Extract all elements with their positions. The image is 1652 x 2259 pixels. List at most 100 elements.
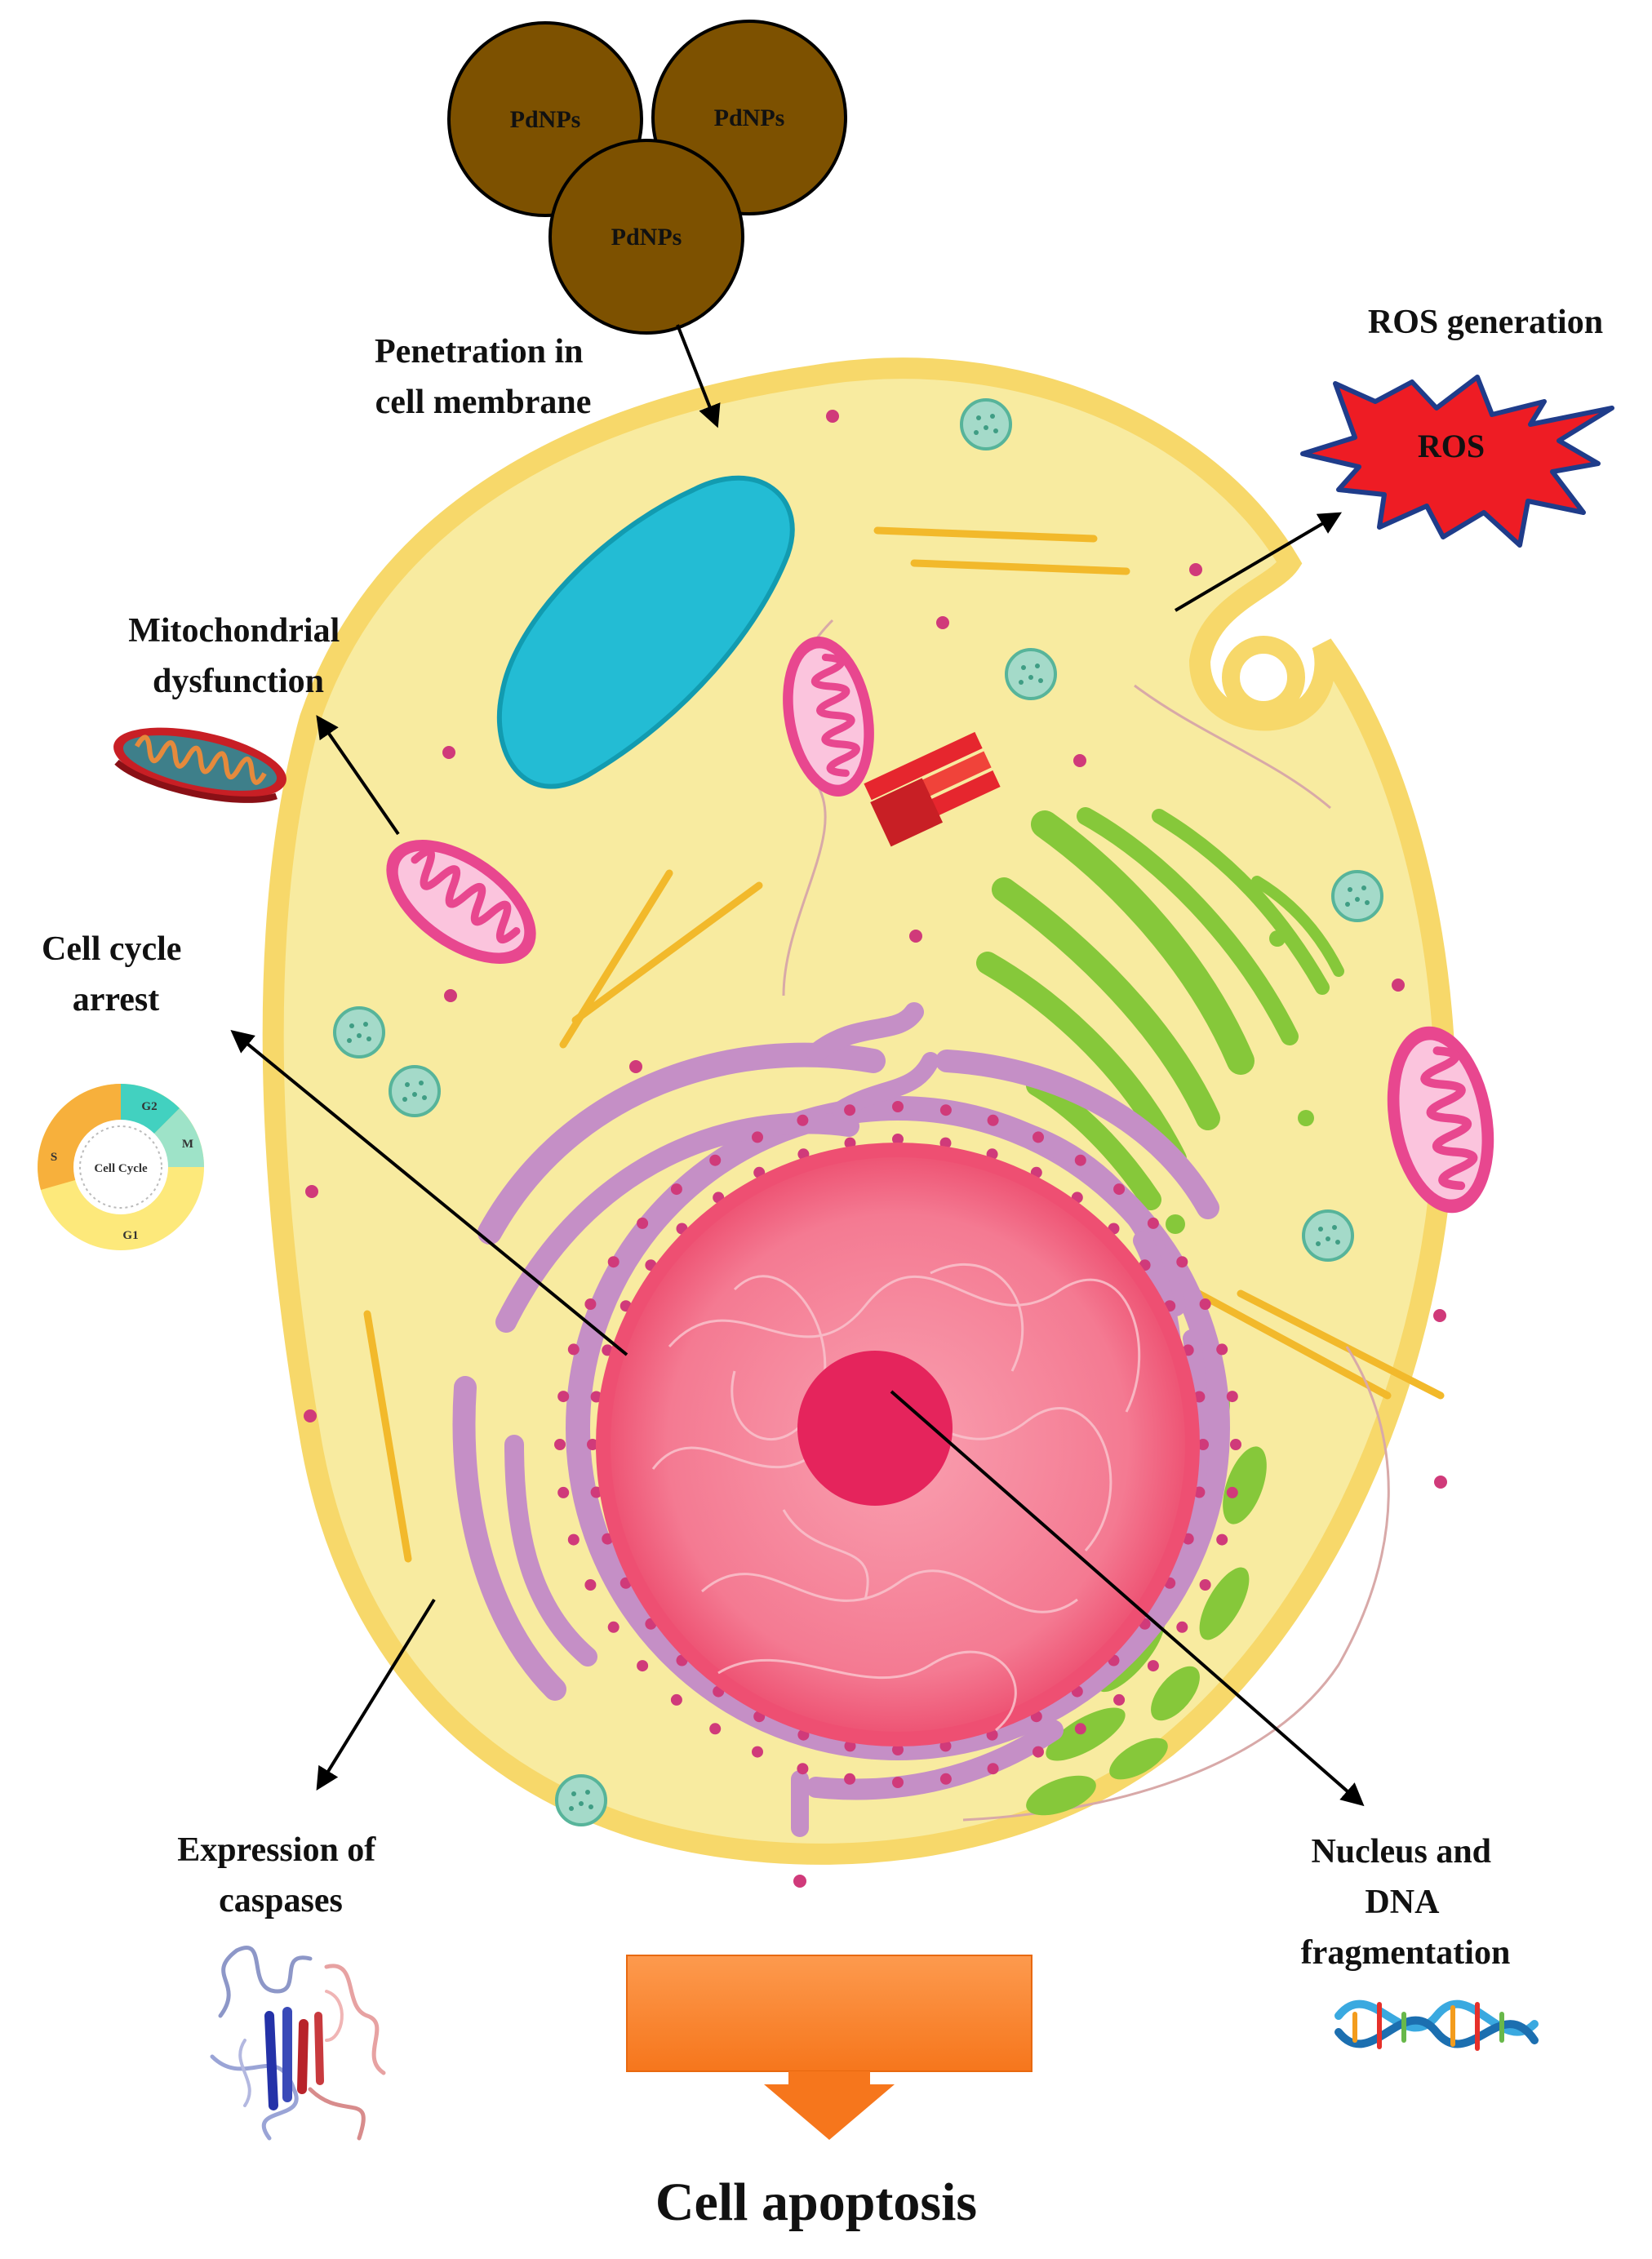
vesicle — [333, 1006, 385, 1058]
er-ribosome — [670, 1183, 682, 1196]
svg-text:Cell Cycle: Cell Cycle — [94, 1162, 148, 1175]
er-ribosome — [584, 1579, 597, 1591]
er-ribosome — [844, 1773, 856, 1785]
cell-cycle-wheel-icon: Cell Cycle G2 M G1 S — [38, 1084, 204, 1250]
nanoparticle-cluster: PdNPs PdNPs PdNPs — [447, 20, 847, 335]
arrow-caspases — [316, 1598, 436, 1791]
er-ribosome — [607, 1621, 620, 1633]
arrow-ros — [1174, 512, 1343, 612]
er-ribosome — [557, 1391, 570, 1403]
svg-text:S: S — [51, 1151, 57, 1164]
outcome-title: Cell apoptosis — [655, 2172, 977, 2232]
er-ribosome — [939, 1740, 952, 1752]
er-ribosome — [987, 1114, 999, 1126]
nucleus — [596, 1143, 1200, 1746]
er-ribosome — [590, 1486, 602, 1498]
mitochondrion-icon — [113, 727, 286, 803]
er-ribosome — [637, 1660, 649, 1672]
er-ribosome — [557, 1486, 570, 1498]
er-ribosome — [892, 1134, 904, 1145]
er-ribosome — [1199, 1579, 1211, 1591]
cytoskeleton-filaments — [363, 526, 1445, 1563]
er-ribosome — [939, 1104, 952, 1116]
svg-text:M: M — [182, 1138, 193, 1151]
er-ribosome — [670, 1693, 682, 1706]
pointer-arrows — [230, 324, 1365, 1807]
er-ribosome — [1199, 1298, 1211, 1310]
er-ribosome — [844, 1740, 856, 1752]
er-ribosome — [987, 1763, 999, 1775]
er-ribosome — [584, 1298, 597, 1310]
er-ribosome — [567, 1533, 580, 1546]
er-ribosome — [752, 1131, 763, 1143]
er-ribosome — [709, 1723, 722, 1735]
svg-text:PdNPs: PdNPs — [714, 104, 785, 131]
label-ros-generation: ROS generation — [1368, 304, 1603, 341]
er-ribosome — [587, 1439, 598, 1450]
ros-burst: ROS — [1300, 375, 1614, 548]
label-expression-of-caspases: Expression of caspases — [177, 1831, 384, 1919]
er-ribosome — [1193, 1391, 1206, 1403]
dna-fragment-icon — [1334, 1999, 1539, 2051]
er-ribosome — [607, 1256, 620, 1268]
vesicle — [1005, 648, 1057, 700]
er-ribosome — [1113, 1183, 1126, 1196]
label-cell-cycle-arrest: Cell cycle arrest — [42, 930, 190, 1019]
er-ribosome — [1216, 1533, 1228, 1546]
label-mitochondrial-dysfunction: Mitochondrial dysfunction — [128, 612, 349, 700]
er-ribosome — [1226, 1486, 1238, 1498]
er-ribosome — [752, 1746, 763, 1758]
caspase-protein-icon — [210, 1946, 386, 2141]
vesicle — [960, 398, 1012, 450]
er-ribosome — [1147, 1660, 1159, 1672]
er-ribosome — [1074, 1154, 1086, 1166]
er-ribosomes — [554, 1101, 1241, 1788]
svg-text:G1: G1 — [122, 1229, 138, 1242]
er-ribosome — [1113, 1693, 1126, 1706]
er-ribosome — [1147, 1217, 1159, 1229]
er-ribosome — [1176, 1256, 1188, 1268]
er-ribosome — [844, 1104, 856, 1116]
er-ribosome — [1074, 1723, 1086, 1735]
er-ribosome — [892, 1101, 904, 1112]
golgi-apparatus — [976, 807, 1344, 1210]
svg-text:PdNPs: PdNPs — [611, 224, 682, 251]
er-ribosome — [1176, 1621, 1188, 1633]
arrow-penetration — [676, 324, 721, 428]
er-ribosome — [939, 1137, 952, 1149]
nucleolus — [797, 1351, 953, 1506]
vesicle — [1331, 870, 1383, 922]
er-ribosome — [1032, 1131, 1044, 1143]
er-ribosome — [637, 1217, 649, 1229]
er-ribosome — [844, 1137, 856, 1149]
er-ribosome — [1197, 1439, 1209, 1450]
vesicle — [1302, 1209, 1354, 1262]
er-ribosome — [1032, 1746, 1044, 1758]
vesicle — [389, 1065, 441, 1117]
er-ribosome — [1193, 1486, 1206, 1498]
centrosome — [864, 731, 1001, 847]
er-ribosome — [892, 1777, 904, 1788]
label-penetration: Penetration in cell membrane — [375, 333, 592, 421]
svg-text:ROS: ROS — [1418, 428, 1485, 464]
er-ribosome — [709, 1154, 722, 1166]
svg-text:G2: G2 — [141, 1100, 157, 1113]
arrow-cell-cycle — [230, 1030, 628, 1356]
er-ribosome — [892, 1744, 904, 1755]
er-ribosome — [797, 1763, 809, 1775]
label-nucleus-dna-fragmentation: Nucleus and DNA fragmentation — [1301, 1833, 1511, 1972]
arrow-mitochondria — [316, 715, 400, 836]
er-ribosome — [1230, 1439, 1241, 1450]
er-ribosome — [1216, 1343, 1228, 1356]
er-ribosome — [590, 1391, 602, 1403]
er-ribosome — [939, 1773, 952, 1785]
arrow-nucleus — [890, 1390, 1365, 1807]
vesicle — [555, 1774, 607, 1826]
nanoparticle: PdNPs — [548, 139, 744, 335]
svg-text:PdNPs: PdNPs — [510, 106, 581, 133]
cell — [262, 357, 1508, 1888]
apoptosis-arrow — [626, 1955, 1032, 2140]
er-ribosome — [797, 1114, 809, 1126]
er-ribosome — [567, 1343, 580, 1356]
